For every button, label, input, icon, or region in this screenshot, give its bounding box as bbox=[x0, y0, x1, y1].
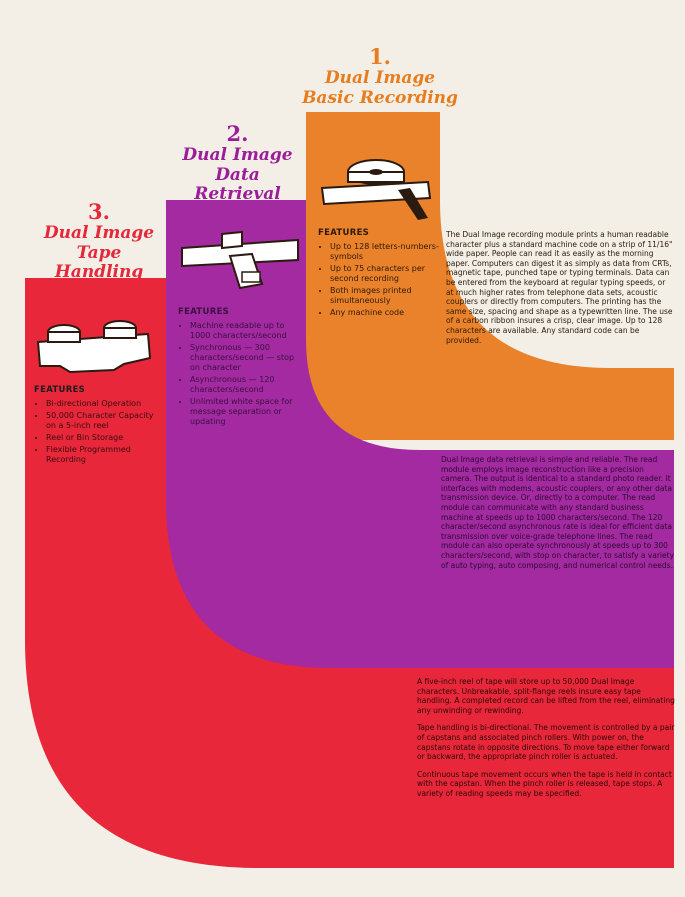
section-1-title: 1. Dual Image Basic Recording bbox=[300, 44, 460, 108]
section-3-features-heading: FEATURES bbox=[34, 385, 86, 395]
list-item: Up to 128 letters-numbers-symbols bbox=[330, 242, 443, 262]
section-2-features: FEATURES Machine readable up to 1000 cha… bbox=[178, 307, 303, 429]
paragraph: A five-inch reel of tape will store up t… bbox=[417, 677, 675, 715]
section-1-number: 1. bbox=[369, 44, 391, 69]
section-1-features: FEATURES Up to 128 letters-numbers-symbo… bbox=[318, 228, 443, 320]
section-1-title-line-2: Basic Recording bbox=[302, 87, 458, 108]
red-band bbox=[25, 278, 674, 868]
paragraph: Continuous tape movement occurs when the… bbox=[417, 769, 672, 798]
read-module-icon bbox=[181, 230, 299, 290]
section-3-title-line-1: Dual Image bbox=[43, 223, 155, 244]
section-2-title: 2. Dual Image Data Retrieval bbox=[170, 121, 305, 205]
list-item: Synchronous — 300 characters/second — st… bbox=[190, 343, 303, 373]
tape-reels-icon bbox=[36, 320, 152, 374]
section-3-number: 3. bbox=[88, 199, 110, 224]
section-3-features: FEATURES Bi-directional Operation 50,000… bbox=[34, 385, 164, 467]
section-1-features-heading: FEATURES bbox=[318, 228, 370, 238]
purple-band bbox=[166, 200, 674, 670]
paragraph: Tape handling is bi-directional. The mov… bbox=[417, 723, 675, 762]
section-2-title-line-1: Dual Image bbox=[182, 145, 293, 166]
section-2-features-heading: FEATURES bbox=[178, 307, 230, 317]
list-item: Bi-directional Operation bbox=[46, 399, 164, 409]
section-3-title: 3. Dual Image Tape Handling bbox=[38, 199, 160, 283]
list-item: Up to 75 characters per second recording bbox=[330, 264, 443, 284]
section-1-features-list: Up to 128 letters-numbers-symbols Up to … bbox=[318, 242, 443, 318]
paragraph: Dual Image data retrieval is simple and … bbox=[441, 455, 675, 570]
list-item: Flexible Programmed Recording bbox=[46, 445, 164, 465]
section-3-body: A five-inch reel of tape will store up t… bbox=[417, 677, 675, 807]
list-item: Machine readable up to 1000 characters/s… bbox=[190, 321, 303, 341]
section-2-title-line-2: Data Retrieval bbox=[194, 164, 281, 205]
list-item: Both images printed simultaneously bbox=[330, 286, 443, 306]
list-item: Asynchronous — 120 characters/second bbox=[190, 375, 303, 395]
section-2-number: 2. bbox=[226, 121, 249, 146]
list-item: Unlimited white space for message separa… bbox=[190, 397, 303, 427]
section-2-body: Dual Image data retrieval is simple and … bbox=[441, 455, 674, 578]
list-item: 50,000 Character Capacity on a 5-inch re… bbox=[46, 411, 164, 431]
list-item: Any machine code bbox=[330, 308, 443, 318]
paragraph: The Dual Image recording module prints a… bbox=[446, 230, 673, 345]
section-1-title-line-1: Dual Image bbox=[324, 68, 436, 89]
list-item: Reel or Bin Storage bbox=[46, 433, 164, 443]
section-2-features-list: Machine readable up to 1000 characters/s… bbox=[178, 321, 303, 427]
section-3-features-list: Bi-directional Operation 50,000 Characte… bbox=[34, 399, 164, 465]
section-3-title-line-2: Tape Handling bbox=[54, 242, 144, 283]
section-1-body: The Dual Image recording module prints a… bbox=[446, 230, 674, 353]
paper-roll-recorder-icon bbox=[320, 159, 432, 220]
